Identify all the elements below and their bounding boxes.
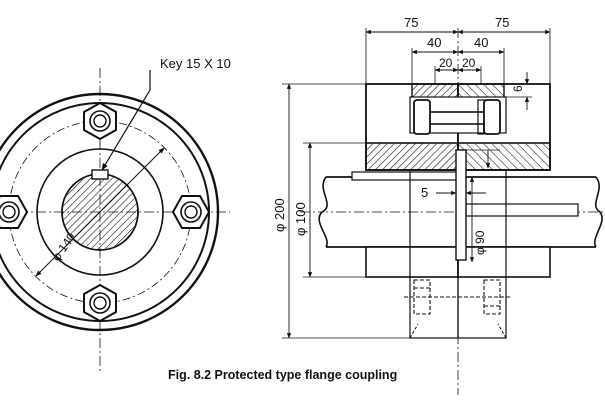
lower-chamfers xyxy=(409,323,507,339)
upper-washer xyxy=(477,99,485,135)
keyway xyxy=(91,169,109,180)
key-leader xyxy=(101,70,151,171)
bolt-left xyxy=(0,195,29,229)
dim-6: 6 xyxy=(511,85,525,92)
dim-75-right: 75 xyxy=(495,15,509,30)
front-view xyxy=(0,68,230,372)
bolt-top xyxy=(83,101,117,141)
shaft-break-left xyxy=(318,176,328,248)
shaft-key-right xyxy=(465,203,579,217)
bolt-right xyxy=(171,195,211,229)
dim-40-left: 40 xyxy=(427,35,441,50)
section-view xyxy=(282,28,605,395)
figure-caption: Fig. 8.2 Protected type flange coupling xyxy=(168,368,397,382)
dim-5: 5 xyxy=(421,185,428,200)
dim-phi90: φ 90 xyxy=(473,230,487,255)
upper-bolt-head xyxy=(413,99,431,135)
right-hub-hatch xyxy=(457,142,551,171)
flange-outer-circle xyxy=(0,92,220,332)
spigot xyxy=(455,149,467,261)
shaft-key xyxy=(351,171,463,181)
lower-bolt-hidden xyxy=(404,279,512,315)
dim-20-left: 20 xyxy=(439,56,453,70)
dim-20-right: 20 xyxy=(462,56,476,70)
dim-75-left: 75 xyxy=(404,15,418,30)
left-flange-lower xyxy=(365,246,459,278)
dim-phi100: φ 100 xyxy=(293,202,308,236)
bolt-bottom xyxy=(83,283,117,323)
shaft-break-right xyxy=(593,176,603,248)
upper-nut xyxy=(483,99,501,135)
pitch-dia-dimension-line xyxy=(35,147,165,277)
dim-40-right: 40 xyxy=(474,35,488,50)
dim-phi200: φ 200 xyxy=(272,198,287,232)
key-label: Key 15 X 10 xyxy=(160,56,231,71)
left-hub-hatch xyxy=(365,142,459,171)
